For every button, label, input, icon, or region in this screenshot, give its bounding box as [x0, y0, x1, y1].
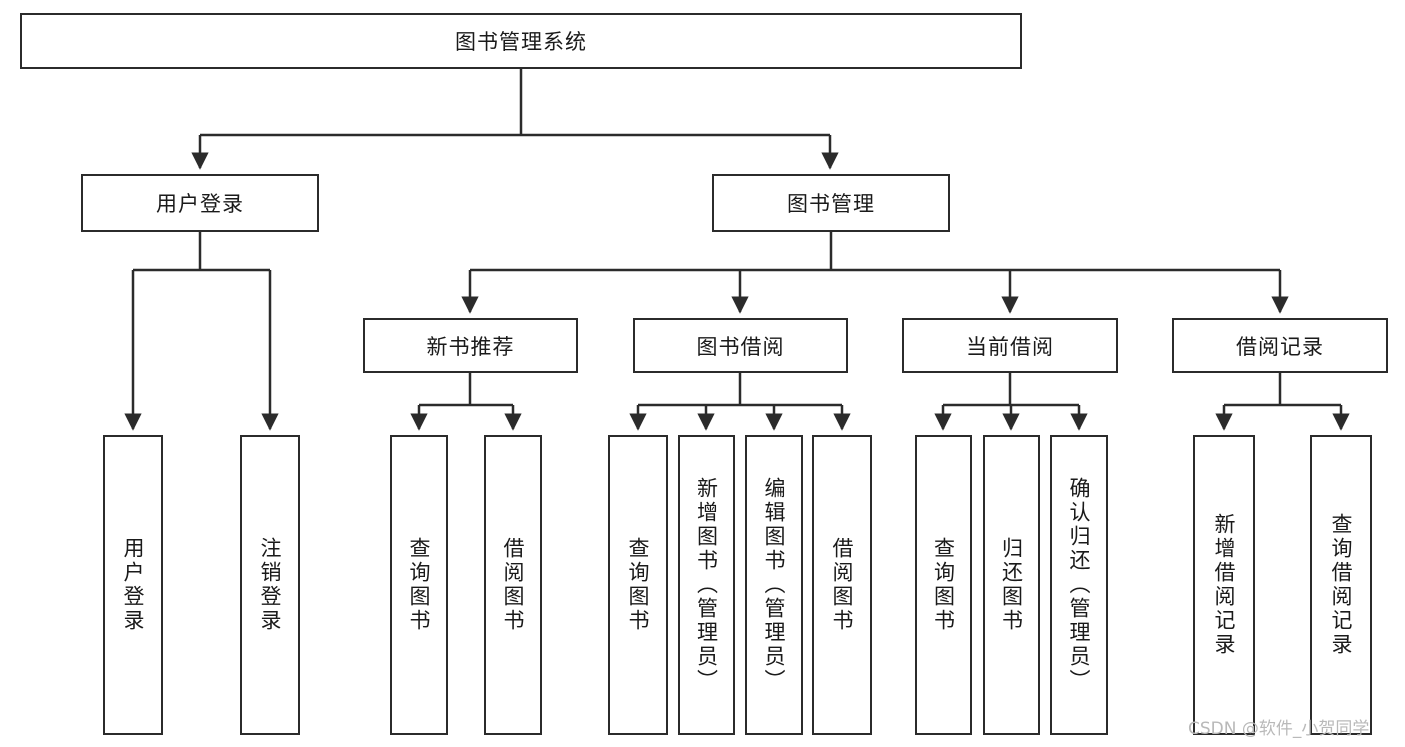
csdn-watermark: CSDN @软件_小贺同学 [1188, 719, 1370, 739]
node-user-login-label: 用户登录 [156, 192, 244, 216]
node-leaf-user-login[interactable]: 用户登录 [103, 435, 163, 735]
node-leaf-borrow-book-label: 借阅图书 [830, 537, 855, 633]
node-current-borrow[interactable]: 当前借阅 [902, 318, 1118, 373]
node-leaf-user-login-label: 用户登录 [121, 537, 146, 633]
node-borrow-record-label: 借阅记录 [1236, 334, 1324, 359]
node-leaf-edit-book-admin-label: 编辑图书（管理员） [762, 477, 787, 693]
node-leaf-query-borrow-rec-label: 查询借阅记录 [1329, 513, 1354, 657]
node-current-borrow-label: 当前借阅 [966, 334, 1054, 359]
node-leaf-borrow-book-rec-label: 借阅图书 [501, 537, 526, 633]
node-leaf-query-borrow-rec[interactable]: 查询借阅记录 [1310, 435, 1372, 735]
node-new-book-rec[interactable]: 新书推荐 [363, 318, 578, 373]
node-leaf-return-book[interactable]: 归还图书 [983, 435, 1040, 735]
node-leaf-logout[interactable]: 注销登录 [240, 435, 300, 735]
node-root-label: 图书管理系统 [455, 30, 587, 54]
node-leaf-query-book-cur[interactable]: 查询图书 [915, 435, 972, 735]
node-leaf-add-borrow-rec-label: 新增借阅记录 [1212, 513, 1237, 657]
node-root[interactable]: 图书管理系统 [20, 13, 1022, 69]
node-user-login[interactable]: 用户登录 [81, 174, 319, 232]
node-book-manage-label: 图书管理 [787, 192, 875, 216]
node-leaf-query-book-rec[interactable]: 查询图书 [390, 435, 448, 735]
node-new-book-rec-label: 新书推荐 [426, 334, 515, 359]
node-leaf-return-book-label: 归还图书 [999, 537, 1024, 633]
node-leaf-add-borrow-rec[interactable]: 新增借阅记录 [1193, 435, 1255, 735]
node-leaf-logout-label: 注销登录 [258, 537, 283, 633]
node-leaf-add-book-admin[interactable]: 新增图书（管理员） [678, 435, 735, 735]
node-leaf-query-book-cur-label: 查询图书 [931, 537, 956, 633]
node-borrow-record[interactable]: 借阅记录 [1172, 318, 1388, 373]
node-leaf-borrow-book-rec[interactable]: 借阅图书 [484, 435, 542, 735]
node-leaf-edit-book-admin[interactable]: 编辑图书（管理员） [745, 435, 803, 735]
node-leaf-confirm-return[interactable]: 确认归还（管理员） [1050, 435, 1108, 735]
node-book-borrow-label: 图书借阅 [696, 334, 785, 359]
node-book-manage[interactable]: 图书管理 [712, 174, 950, 232]
node-leaf-query-book-label: 查询图书 [626, 537, 651, 633]
node-leaf-borrow-book[interactable]: 借阅图书 [812, 435, 872, 735]
node-leaf-query-book-rec-label: 查询图书 [407, 537, 432, 633]
node-leaf-confirm-return-label: 确认归还（管理员） [1067, 477, 1092, 693]
node-book-borrow[interactable]: 图书借阅 [633, 318, 848, 373]
node-leaf-query-book[interactable]: 查询图书 [608, 435, 668, 735]
node-leaf-add-book-admin-label: 新增图书（管理员） [694, 477, 719, 693]
